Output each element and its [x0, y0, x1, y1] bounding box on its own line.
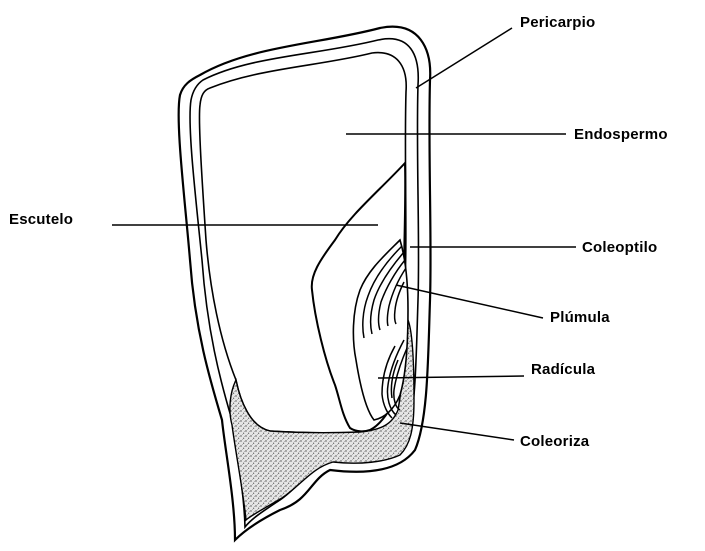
label-escutelo: Escutelo — [9, 211, 73, 228]
label-plumula: Plúmula — [550, 309, 610, 326]
leader-line-pericarpio — [416, 28, 512, 88]
label-radicula: Radícula — [531, 361, 596, 378]
label-coleoriza: Coleoriza — [520, 433, 590, 450]
leader-line-coleoriza — [400, 423, 514, 440]
label-endospermo: Endospermo — [574, 126, 668, 143]
label-coleoptilo: Coleoptilo — [582, 239, 657, 256]
label-pericarpio: Pericarpio — [520, 14, 595, 31]
